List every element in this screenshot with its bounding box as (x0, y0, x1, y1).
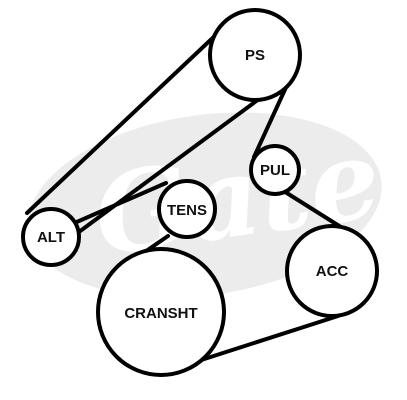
pulley-label-alt: ALT (37, 229, 65, 246)
belt-segment-ps-alt-inner (62, 97, 261, 245)
pulley-label-ps: PS (245, 47, 265, 64)
pulley-cransht: CRANSHT (96, 247, 226, 377)
pulley-label-pul: PUL (260, 162, 290, 179)
pulley-alt: ALT (21, 207, 81, 267)
pulley-label-cransht: CRANSHT (124, 305, 197, 322)
belt-segment-tens-alt (61, 181, 168, 230)
pulley-ps: PS (208, 8, 302, 102)
pulley-acc: ACC (285, 224, 379, 318)
pulley-label-tens: TENS (167, 202, 207, 219)
belt-segment-acc-cransht (193, 314, 340, 364)
pulley-pul: PUL (249, 144, 301, 196)
belt-segment-ps-alt-outer (25, 30, 221, 215)
belt-segment-ps-pul (252, 81, 290, 159)
pulley-label-acc: ACC (316, 263, 349, 280)
pulley-tens: TENS (157, 179, 217, 239)
